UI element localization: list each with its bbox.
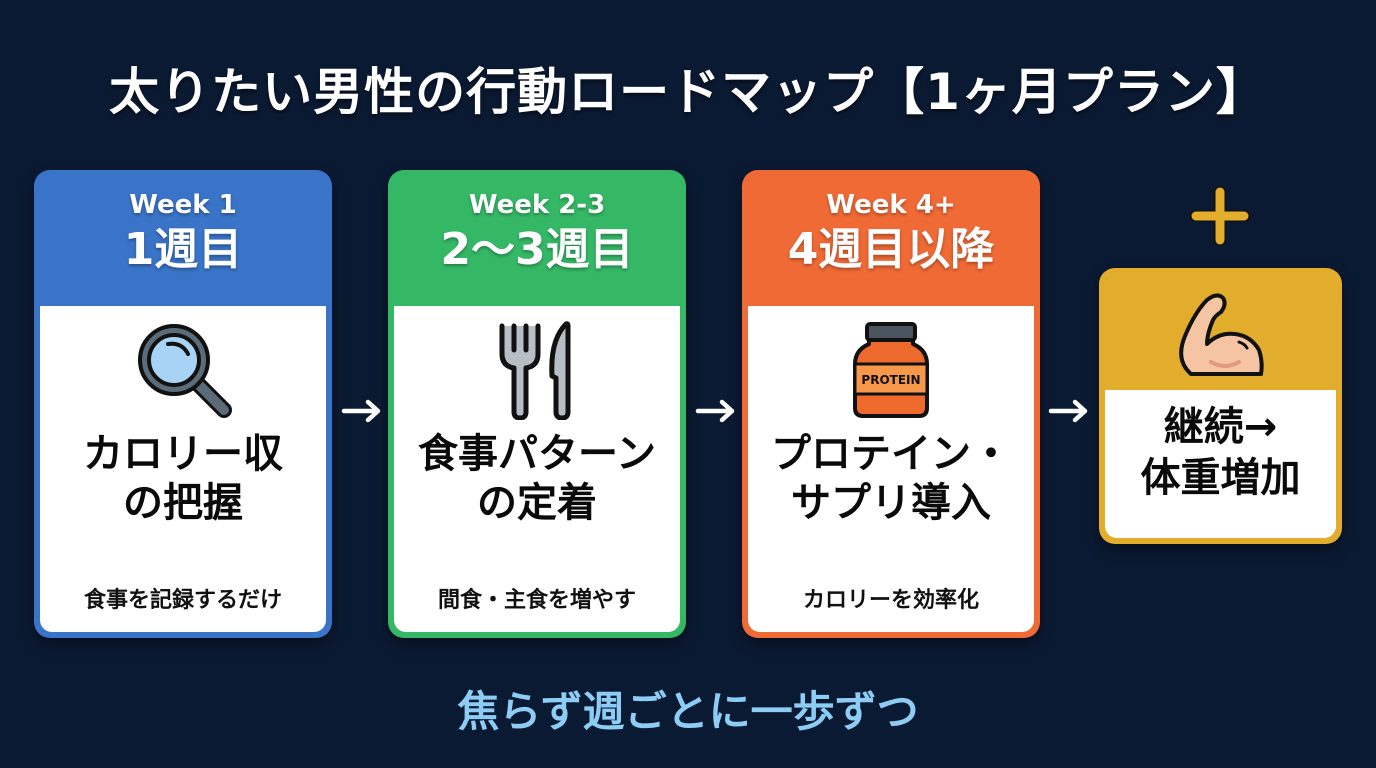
page-title: 太りたい男性の行動ロードマップ【1ヶ月プラン】: [109, 63, 1267, 121]
goal-card: 継続→ 体重増加: [1099, 268, 1342, 544]
step-subtitle: 食事を記録するだけ: [83, 588, 282, 613]
goal-text: 継続→ 体重増加: [1105, 390, 1336, 538]
week-label-jp: 1週目: [123, 224, 243, 275]
step-title: 食事パターン の定着: [394, 426, 680, 528]
svg-text:PROTEIN: PROTEIN: [861, 373, 920, 387]
step-subtitle: カロリーを効率化: [802, 588, 979, 613]
week-label-en: Week 1: [129, 190, 237, 220]
step-subtitle: 間食・主食を増やす: [437, 588, 636, 613]
step-title-line1: カロリー収: [83, 431, 283, 477]
week-label-jp: 4週目以降: [787, 224, 995, 275]
protein-jar-icon: PROTEIN: [748, 306, 1034, 426]
step-header: Week 1 1週目: [40, 176, 326, 306]
step-title: プロテイン・ サプリ導入: [748, 426, 1034, 528]
step-title-line1: 食事パターン: [418, 431, 656, 477]
week-label-jp: 2〜3週目: [440, 224, 634, 275]
step-title-line2: サプリ導入: [791, 479, 991, 526]
step-card-week1: Week 1 1週目 カロリー収 の把握 食事を記録するだけ: [34, 170, 332, 638]
arrow-right-icon: [341, 399, 381, 423]
flexed-bicep-icon: [1105, 274, 1336, 390]
step-card-week4: Week 4+ 4週目以降 PROTEIN プロテイン・ サプリ導入 カロリーを…: [742, 170, 1040, 638]
step-title-line2: の把握: [123, 479, 243, 526]
step-header: Week 4+ 4週目以降: [748, 176, 1034, 306]
arrow-right-icon: [1048, 399, 1088, 423]
step-body: 食事パターン の定着 間食・主食を増やす: [394, 306, 680, 632]
step-header: Week 2-3 2〜3週目: [394, 176, 680, 306]
arrow-right-icon: [695, 399, 735, 423]
week-label-en: Week 4+: [826, 190, 956, 220]
step-title-line2: の定着: [477, 479, 597, 526]
week-label-en: Week 2-3: [468, 190, 606, 220]
step-title: カロリー収 の把握: [40, 426, 326, 528]
magnifying-glass-icon: [40, 306, 326, 426]
plus-icon: [1190, 186, 1250, 246]
goal-line2: 体重増加: [1140, 455, 1301, 502]
step-card-week2-3: Week 2-3 2〜3週目 食事パターン の定着 間食・主食を増やす: [388, 170, 686, 638]
fork-knife-icon: [394, 306, 680, 426]
goal-line1: 継続→: [1163, 404, 1278, 450]
footer-tagline: 焦らず週ごとに一歩ずつ: [457, 687, 919, 736]
step-title-line1: プロテイン・: [771, 431, 1011, 477]
step-body: PROTEIN プロテイン・ サプリ導入 カロリーを効率化: [748, 306, 1034, 632]
step-body: カロリー収 の把握 食事を記録するだけ: [40, 306, 326, 632]
